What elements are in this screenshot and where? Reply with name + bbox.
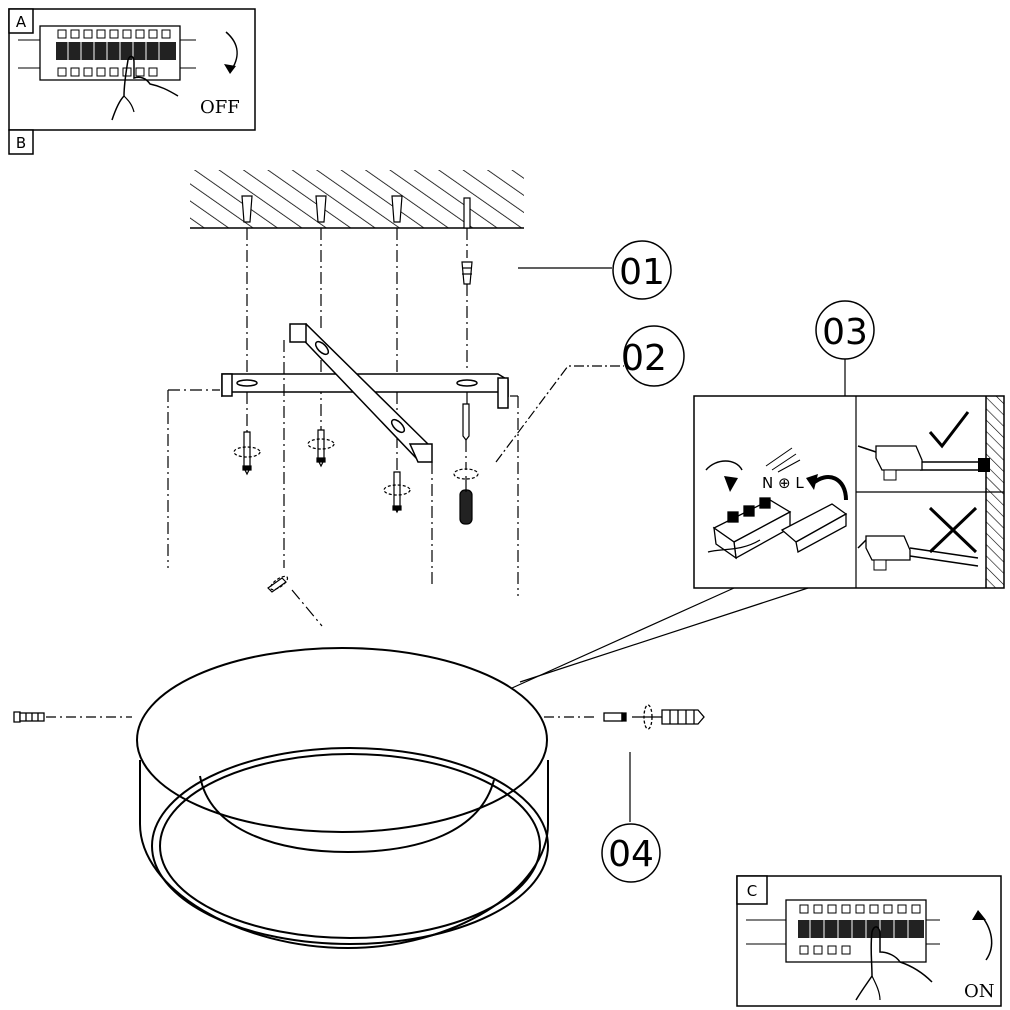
correct-connection (857, 411, 990, 481)
svg-text:01: 01 (619, 252, 665, 293)
screw-icon (267, 575, 289, 593)
breaker-block-a (18, 25, 196, 81)
wrong-connection (857, 506, 979, 571)
wall-plug-icon (241, 195, 471, 229)
callout-02: 02 (495, 325, 685, 463)
hand-icon (111, 55, 179, 121)
rotate-arrow-icon (705, 460, 743, 471)
screwdriver-icon (632, 704, 705, 730)
screw-icon (603, 712, 627, 722)
ring-ceiling-light (136, 647, 549, 950)
ceiling (190, 170, 524, 228)
panel-a-breaker-off: A (8, 8, 256, 131)
callout-03: 03 (815, 300, 875, 396)
wall-plug-icon (461, 261, 473, 285)
check-icon (928, 411, 970, 449)
panel-c-letter: C (747, 882, 757, 900)
breaker-block-c (746, 899, 940, 963)
terminal-symbols: N ⊕ L (762, 474, 804, 492)
wiring-detail-panel: N ⊕ L (693, 395, 1005, 589)
callout-01: 01 (612, 240, 672, 300)
wire-ends-icon (765, 447, 801, 473)
panel-c-breaker-on: C (736, 875, 1002, 1007)
panel-a-letter: A (16, 13, 27, 31)
panel-a-state: OFF (200, 97, 240, 118)
svg-text:04: 04 (608, 834, 654, 875)
screw-icon (233, 403, 479, 525)
cross-icon (928, 506, 978, 554)
svg-text:03: 03 (822, 312, 868, 353)
rotate-up-arrow-icon (979, 913, 993, 961)
svg-text:02: 02 (621, 338, 667, 379)
mounting-bracket (221, 323, 509, 463)
hand-icon (855, 926, 933, 1001)
panel-c-state: ON (964, 981, 995, 1002)
panel-b-letter: B (16, 134, 26, 152)
screw-icon (13, 711, 45, 723)
terminal-block-icon (707, 497, 848, 560)
callout-04: 04 (601, 823, 661, 883)
